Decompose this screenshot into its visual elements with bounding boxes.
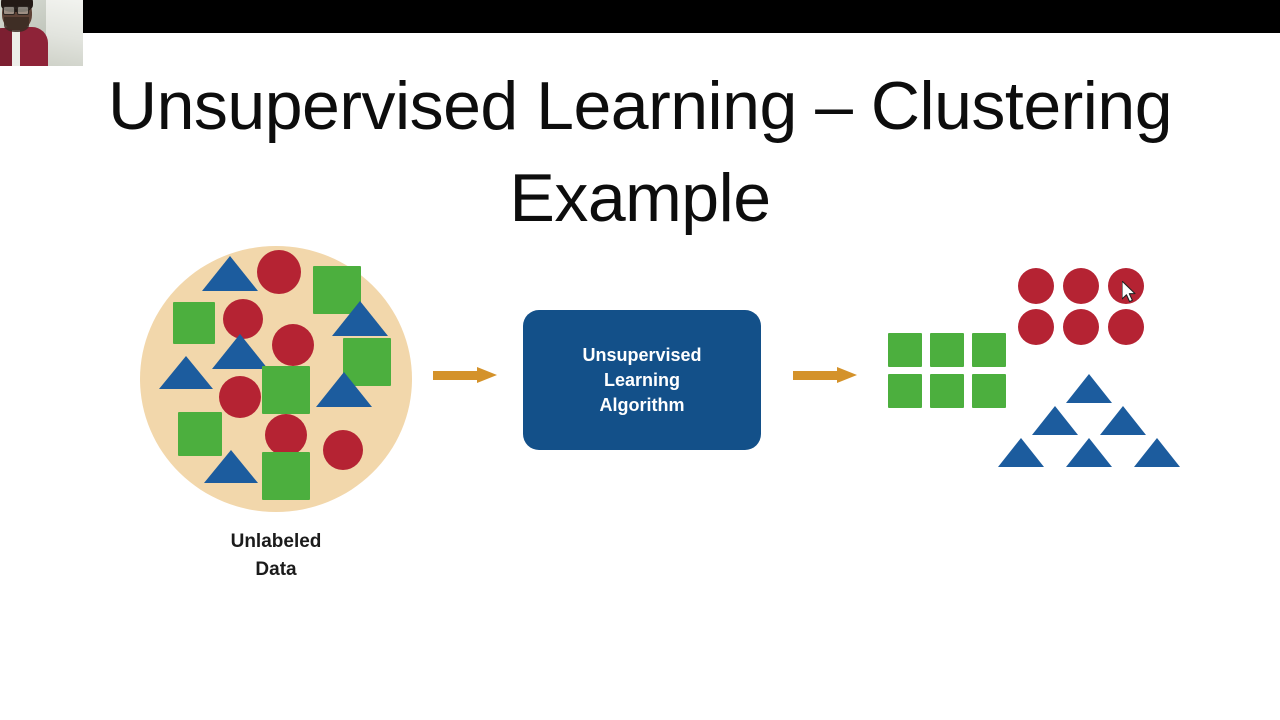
presenter-glasses-lens-right: [17, 6, 29, 15]
cluster-circle: [1018, 309, 1054, 345]
square-shape: [173, 302, 215, 344]
arrow-2-head: [837, 367, 857, 383]
triangle-shape: [204, 450, 258, 483]
cluster-square: [972, 333, 1006, 367]
presenter-vest-right: [20, 28, 46, 66]
circle-shape: [223, 299, 263, 339]
green-square-cluster: [888, 333, 1006, 408]
arrow-right-icon-output: [793, 367, 863, 383]
webcam-background-right: [46, 0, 83, 66]
algorithm-box-label: Unsupervised Learning Algorithm: [582, 343, 701, 418]
cluster-circle: [1018, 268, 1054, 304]
square-shape: [178, 412, 222, 456]
square-shape: [262, 366, 310, 414]
arrow-1-head: [477, 367, 497, 383]
cluster-square: [888, 374, 922, 408]
algorithm-label-line-3: Algorithm: [599, 394, 685, 415]
algorithm-box[interactable]: Unsupervised Learning Algorithm: [523, 310, 761, 450]
cluster-triangle: [1066, 438, 1112, 467]
presenter-vest-left: [0, 28, 12, 66]
slide-title-line-1: Unsupervised Learning – Clustering: [107, 68, 1173, 144]
algorithm-label-line-2: Learning: [603, 369, 680, 390]
cluster-triangle: [1100, 406, 1146, 435]
cluster-square: [930, 333, 964, 367]
arrow-right-icon-input: [433, 367, 503, 383]
cluster-circle: [1063, 268, 1099, 304]
triangle-shape: [159, 356, 213, 389]
arrow-2-shaft: [793, 371, 841, 380]
presenter-glasses: [3, 7, 30, 16]
cluster-square: [888, 333, 922, 367]
circle-shape: [272, 324, 314, 366]
cluster-circle: [1063, 309, 1099, 345]
slide-title-line-2: Example: [509, 160, 771, 236]
cluster-circle: [1108, 309, 1144, 345]
cluster-square: [930, 374, 964, 408]
red-circle-cluster: [1018, 268, 1144, 345]
circle-shape: [219, 376, 261, 418]
presenter-beard: [4, 17, 29, 32]
blue-triangle-cluster: [998, 374, 1180, 468]
triangle-shape: [212, 334, 268, 369]
cluster-square: [972, 374, 1006, 408]
mouse-cursor-icon: [1122, 281, 1136, 303]
algorithm-label-line-1: Unsupervised: [582, 344, 702, 365]
arrow-1-shaft: [433, 371, 481, 380]
cluster-triangle: [1066, 374, 1112, 403]
presenter-glasses-lens-left: [3, 6, 15, 15]
output-clusters: [0, 240, 1280, 600]
unlabeled-data-caption: Unlabeled Data: [176, 528, 376, 584]
circle-shape: [323, 430, 363, 470]
presenter-webcam-thumbnail[interactable]: [0, 0, 83, 66]
circle-shape: [257, 250, 301, 294]
triangle-shape: [316, 372, 372, 407]
triangle-shape: [202, 256, 258, 291]
cluster-triangle: [998, 438, 1044, 467]
circle-shape: [265, 414, 307, 456]
triangle-shape: [332, 301, 388, 336]
cluster-triangle: [1032, 406, 1078, 435]
unlabeled-data-caption-line-1: Unlabeled: [230, 531, 322, 552]
clustering-diagram: Unlabeled Data Unsupervised Learning Alg…: [0, 240, 1280, 600]
slide-title: Unsupervised Learning – Clustering Examp…: [0, 60, 1280, 244]
unlabeled-data-group: [140, 246, 412, 512]
cluster-triangle: [1134, 438, 1180, 467]
video-call-top-bar: [83, 0, 1280, 33]
unlabeled-data-caption-line-2: Data: [255, 559, 297, 580]
square-shape: [262, 452, 310, 500]
